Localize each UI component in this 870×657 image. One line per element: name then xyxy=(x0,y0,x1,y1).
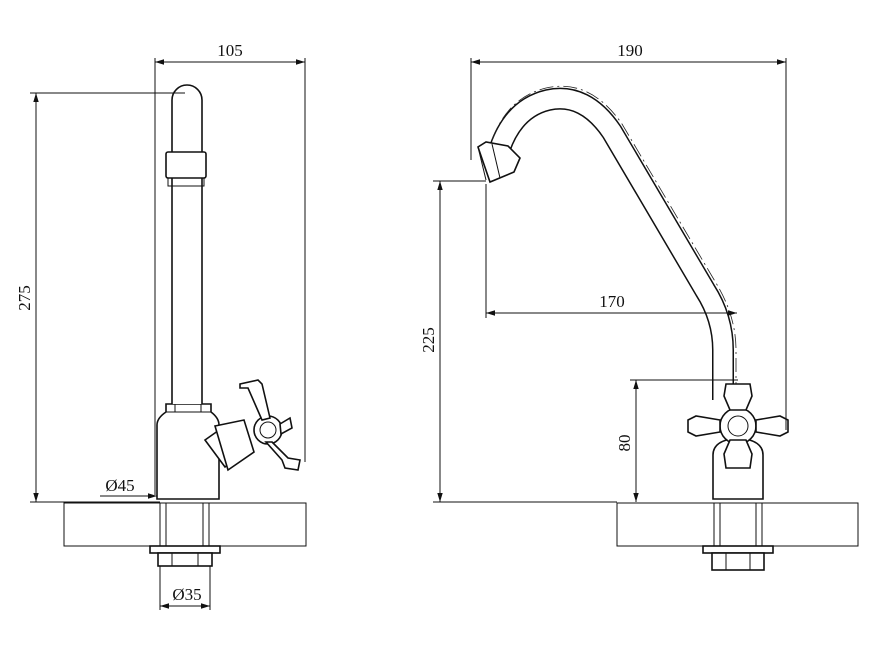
right-cross-handle xyxy=(687,383,789,469)
label-right-handle-height: 80 xyxy=(615,435,634,452)
label-left-thread-dia: Ø35 xyxy=(172,585,201,604)
label-left-width: 105 xyxy=(217,41,243,60)
right-mount-nut xyxy=(702,545,774,571)
left-faucet-body xyxy=(156,403,255,500)
label-left-base-dia: Ø45 xyxy=(105,476,134,495)
left-cross-handle xyxy=(239,379,301,471)
label-right-reach: 170 xyxy=(599,292,625,311)
dim-right-spout-height: 225 xyxy=(419,180,617,503)
right-countertop xyxy=(616,502,859,547)
dim-left-thread: Ø35 xyxy=(159,566,211,610)
left-countertop xyxy=(63,502,307,547)
dim-right-reach: 170 xyxy=(485,184,737,318)
dim-right-width: 190 xyxy=(470,41,787,430)
dim-right-handle-height: 80 xyxy=(615,379,738,502)
label-right-width: 190 xyxy=(617,41,643,60)
label-right-spout-height-value: 225 xyxy=(419,327,438,353)
right-spout xyxy=(477,85,737,400)
dim-left-height: 275 xyxy=(15,92,185,503)
dim-left-base: Ø45 xyxy=(100,476,157,499)
dim-left-width: 105 xyxy=(154,41,306,495)
left-mount-nut xyxy=(149,545,221,567)
left-view: 105 275 Ø45 Ø35 xyxy=(15,41,307,610)
label-left-height: 275 xyxy=(15,285,34,311)
left-spout xyxy=(165,84,207,404)
right-view: 190 170 225 80 xyxy=(419,41,859,571)
